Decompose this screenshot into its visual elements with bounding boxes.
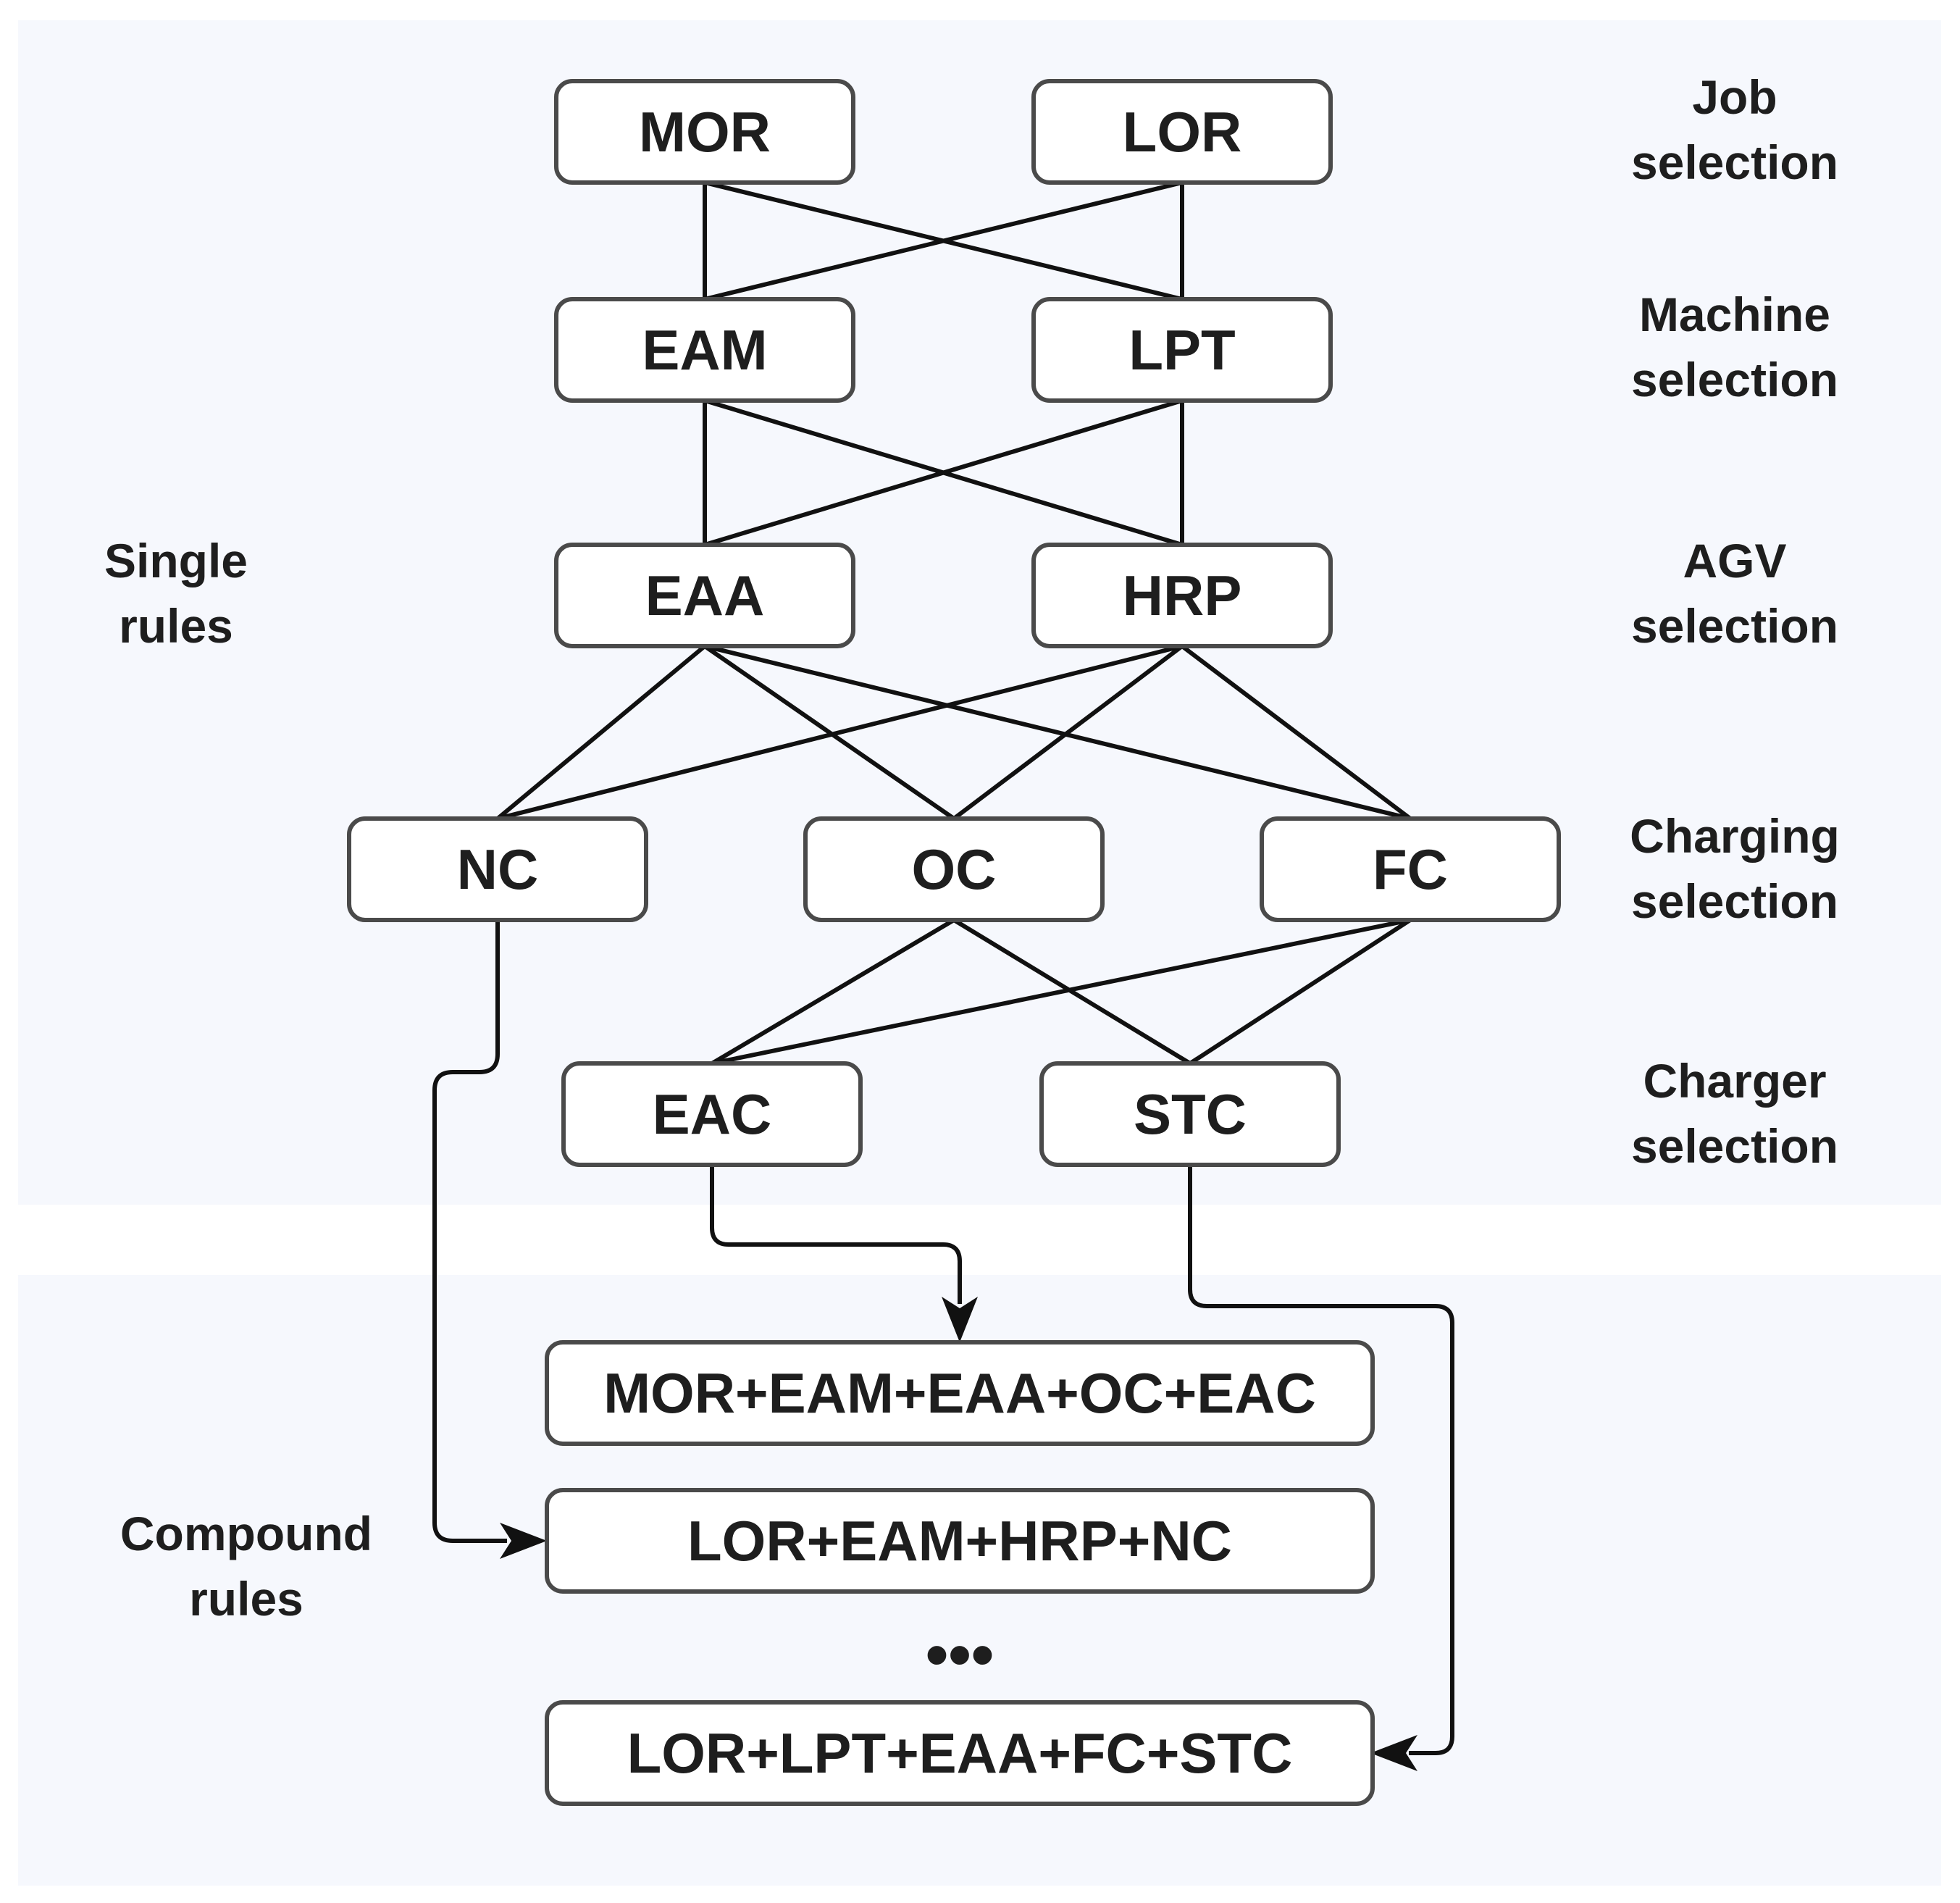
node-mor-label: MOR — [639, 100, 771, 164]
edge-hrp-fc — [1181, 644, 1412, 821]
node-lor: LOR — [1031, 79, 1333, 185]
edges — [496, 180, 1412, 1066]
node-lpt: LPT — [1031, 297, 1333, 403]
node-lpt-box — [1031, 297, 1333, 403]
compound-rule-3-box — [545, 1700, 1375, 1806]
side-label-compound-rules-line2: rules — [189, 1572, 303, 1626]
stage-label-machine: Machine selection — [1631, 288, 1838, 406]
side-label-single-rules: Single rules — [104, 534, 248, 653]
stage-label-charger-line2: selection — [1631, 1119, 1838, 1173]
edge-eaa-fc — [704, 644, 1411, 821]
stage-label-charger-line1: Charger — [1643, 1054, 1826, 1108]
node-hrp-label: HRP — [1123, 564, 1242, 627]
node-eaa: EAA — [554, 543, 855, 648]
node-oc-label: OC — [912, 837, 997, 901]
node-oc-box — [803, 816, 1105, 922]
compound-rule-1-box — [545, 1340, 1375, 1446]
node-fc-box — [1260, 816, 1561, 922]
side-label-compound-rules: Compound rules — [120, 1507, 372, 1626]
node-fc-label: FC — [1373, 837, 1448, 901]
stage-label-charging-line1: Charging — [1630, 809, 1840, 863]
node-lpt-label: LPT — [1128, 318, 1235, 382]
arrow-eac-to-rule1 — [710, 1165, 962, 1304]
edge-lor-eam — [704, 180, 1183, 301]
compound-rule-2-box — [545, 1488, 1375, 1594]
side-label-single-rules-line2: rules — [119, 599, 233, 653]
stage-label-charging-line2: selection — [1631, 874, 1838, 928]
node-hrp: HRP — [1031, 543, 1333, 648]
edge-oc-eac — [711, 918, 955, 1066]
edge-eaa-oc — [703, 644, 955, 821]
node-eam: EAM — [554, 297, 855, 403]
node-fc: FC — [1260, 816, 1561, 922]
arrow-nc-to-rule2 — [432, 920, 507, 1543]
stage-label-charging: Charging selection — [1630, 809, 1840, 928]
node-eaa-label: EAA — [645, 564, 765, 627]
stage-label-charger: Charger selection — [1631, 1054, 1838, 1173]
node-lor-box — [1031, 79, 1333, 185]
edge-lpt-eaa — [704, 398, 1183, 547]
edge-hrp-oc — [952, 644, 1184, 821]
arrowhead-rule2 — [500, 1523, 547, 1559]
compound-rule-1-label: MOR+EAM+EAA+OC+EAC — [603, 1361, 1316, 1425]
compound-ellipsis: ••• — [926, 1619, 994, 1691]
side-label-compound-rules-line1: Compound — [120, 1507, 372, 1560]
compound-rule-2-label: LOR+EAM+HRP+NC — [687, 1509, 1232, 1573]
node-stc: STC — [1039, 1061, 1341, 1167]
node-eac: EAC — [561, 1061, 863, 1167]
compound-rule-3-label: LOR+LPT+EAA+FC+STC — [627, 1721, 1293, 1785]
compound-rule-2: LOR+EAM+HRP+NC — [545, 1488, 1375, 1594]
stage-label-job-line2: selection — [1631, 135, 1838, 189]
node-eac-label: EAC — [653, 1082, 772, 1146]
arrow-stc-to-rule3 — [1188, 1165, 1454, 1755]
node-nc: NC — [347, 816, 648, 922]
node-mor-box — [554, 79, 855, 185]
edge-fc-stc — [1189, 918, 1412, 1066]
stage-label-machine-line1: Machine — [1639, 288, 1830, 341]
edge-eaa-nc — [496, 644, 706, 821]
node-mor: MOR — [554, 79, 855, 185]
compound-rule-3: LOR+LPT+EAA+FC+STC — [545, 1700, 1375, 1806]
node-nc-label: NC — [457, 837, 539, 901]
node-eac-box — [561, 1061, 863, 1167]
node-lor-label: LOR — [1123, 100, 1242, 164]
node-stc-label: STC — [1134, 1082, 1247, 1146]
compound-rule-1: MOR+EAM+EAA+OC+EAC — [545, 1340, 1375, 1446]
stage-label-machine-line2: selection — [1631, 353, 1838, 406]
edge-fc-eac — [711, 918, 1411, 1066]
node-eam-box — [554, 297, 855, 403]
stage-label-agv-line1: AGV — [1683, 534, 1786, 587]
node-oc: OC — [803, 816, 1105, 922]
arrows — [432, 920, 1454, 1771]
stage-label-job: Job selection — [1631, 70, 1838, 189]
stage-label-agv: AGV selection — [1631, 534, 1838, 653]
side-label-single-rules-line1: Single — [104, 534, 248, 587]
node-hrp-box — [1031, 543, 1333, 648]
node-stc-box — [1039, 1061, 1341, 1167]
stage-label-agv-line2: selection — [1631, 599, 1838, 653]
edge-hrp-nc — [497, 644, 1183, 821]
arrowhead-rule3 — [1370, 1735, 1417, 1771]
edge-oc-stc — [952, 918, 1192, 1066]
node-eam-label: EAM — [642, 318, 767, 382]
node-nc-box — [347, 816, 648, 922]
arrowhead-rule1 — [942, 1297, 978, 1342]
stage-label-job-line1: Job — [1692, 70, 1777, 124]
node-eaa-box — [554, 543, 855, 648]
